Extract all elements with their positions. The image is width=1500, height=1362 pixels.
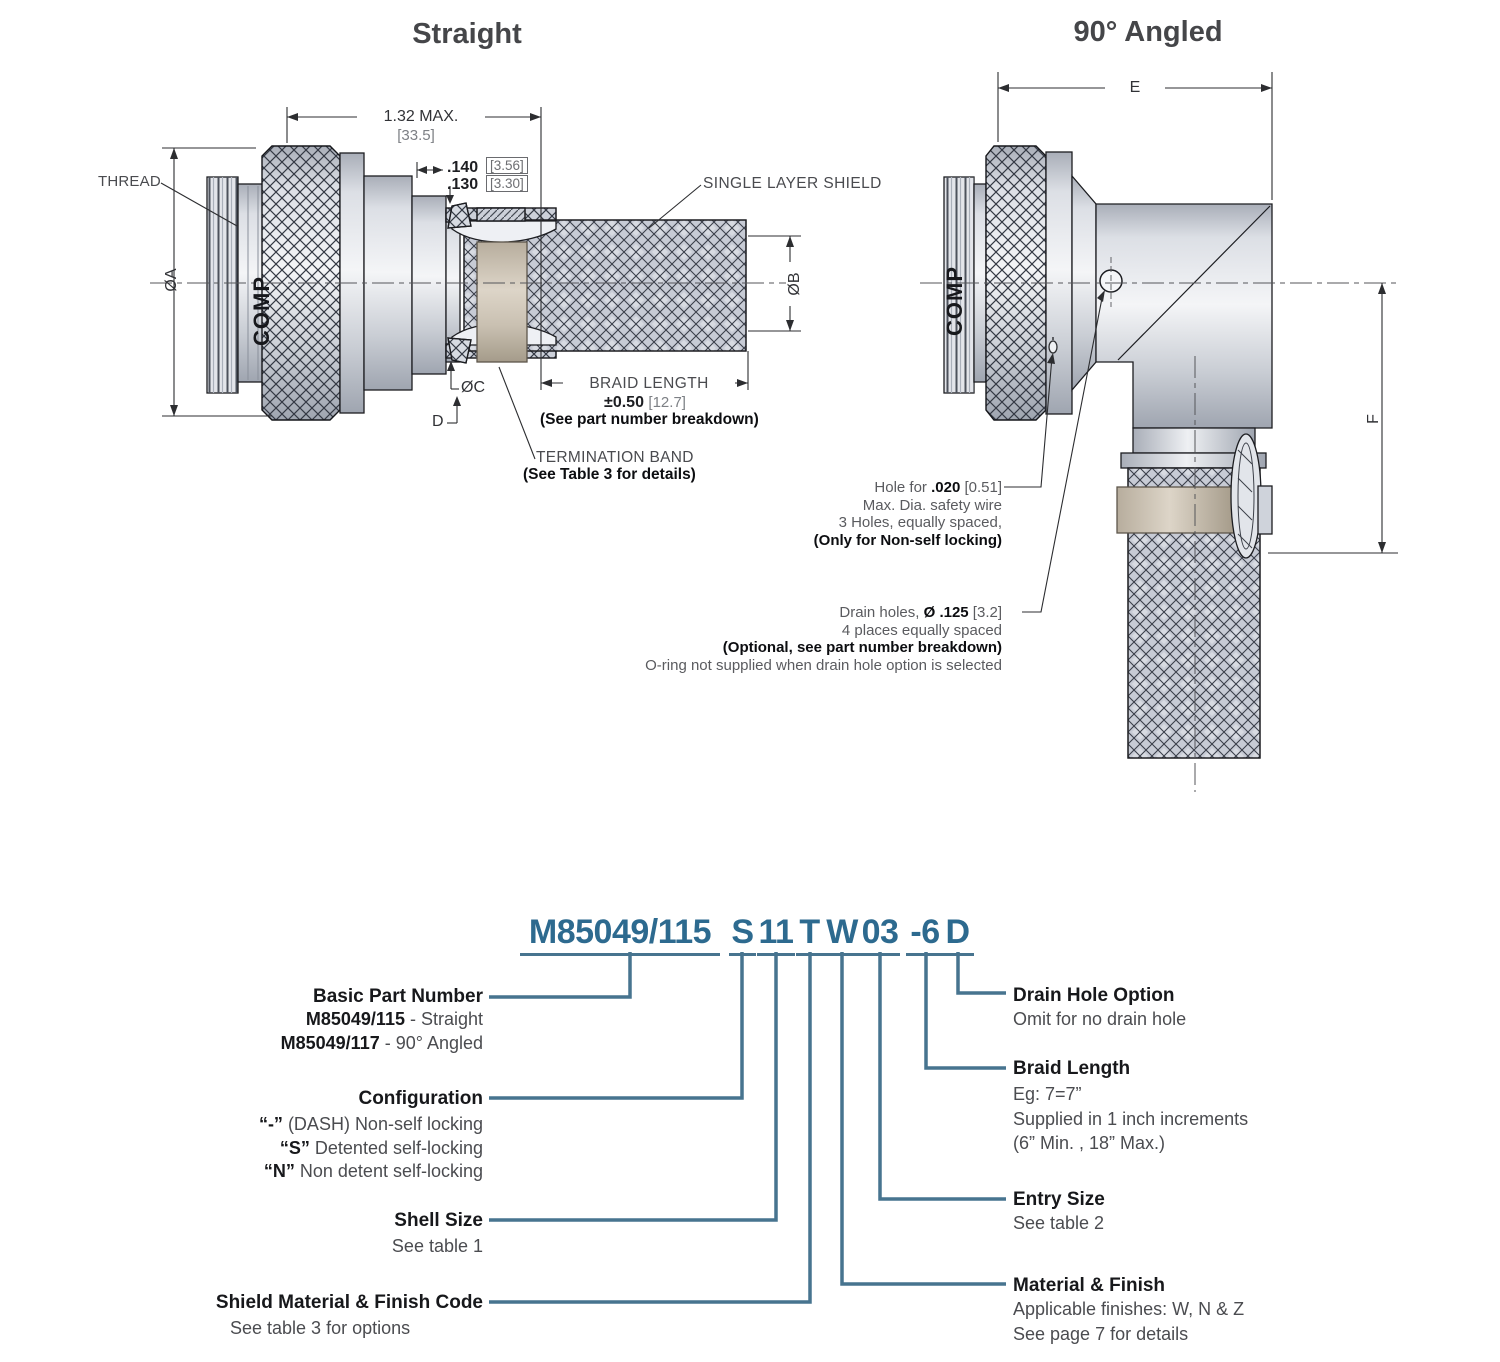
config-n-rest: Non detent self-locking [294, 1161, 483, 1181]
drain-hole-option-note: Omit for no drain hole [1013, 1009, 1187, 1029]
pn-angled-rest: - 90° Angled [379, 1032, 483, 1053]
braid-length-increments: Supplied in 1 inch increments [1013, 1108, 1249, 1129]
hole-note-post: [0.51] [960, 479, 1002, 496]
length-dim-label: 1.32 MAX. [357, 108, 485, 126]
shell-size-note: See table 1 [391, 1236, 483, 1256]
safety-wire-hole [1048, 340, 1058, 354]
braid-length-title: Braid Length [1013, 1058, 1131, 1079]
material-finish-title: Material & Finish [1013, 1275, 1166, 1296]
drain-hole-note: Drain holes, Ø .125 [3.2] 4 places equal… [640, 604, 1002, 674]
angled-view-title: 90° Angled [1073, 16, 1223, 48]
material-finish-finishes: Applicable finishes: W, N & Z [1013, 1299, 1245, 1319]
dim-d-label: D [432, 413, 444, 430]
hole-note-line4: (Only for Non-self locking) [813, 531, 1002, 549]
braid-length-block: Braid Length Eg: 7=7” Supplied in 1 inch… [1013, 1057, 1453, 1156]
basic-part-number-block: Basic Part Number M85049/115 - Straight … [0, 985, 483, 1055]
dia-c-label: ØC [461, 379, 485, 396]
comp-marking-straight: COMP [249, 276, 274, 346]
lip-dim-1-mm: [3.56] [486, 157, 528, 174]
part-number-segment-basic: M85049/115 [520, 910, 720, 956]
drain-note-line2: 4 places equally spaced [841, 621, 1002, 639]
material-finish-block: Material & Finish Applicable finishes: W… [1013, 1274, 1453, 1347]
configuration-title: Configuration [358, 1088, 483, 1109]
shield-material-note: See table 3 for options [230, 1318, 411, 1338]
shield-material-block: Shield Material & Finish Code See table … [0, 1291, 483, 1341]
part-number-segment-drain-hole: D [941, 910, 974, 956]
termination-band [1116, 486, 1235, 534]
safety-wire-note: Hole for .020 [0.51] Max. Dia. safety wi… [640, 479, 1002, 549]
shield-label: SINGLE LAYER SHIELD [703, 175, 882, 192]
dim-e-label: E [1105, 79, 1165, 97]
hole-note-pre: Hole for [874, 479, 932, 496]
braid-tolerance-mm: [12.7] [648, 394, 686, 411]
config-dash-bold: “-” [258, 1114, 283, 1134]
shell-size-title: Shell Size [394, 1210, 483, 1231]
drain-hole-option-block: Drain Hole Option Omit for no drain hole [1013, 984, 1453, 1032]
drain-note-bold: Ø .125 [923, 604, 969, 621]
config-dash-rest: (DASH) Non-self locking [282, 1114, 483, 1134]
breakdown-connector-lines [489, 952, 1006, 1304]
entry-size-note: See table 2 [1013, 1213, 1105, 1233]
lip-dim-2-mm: [3.30] [486, 175, 528, 192]
dia-b-label: ØB [786, 262, 804, 306]
part-number-segment-material-finish: W [823, 910, 861, 956]
dim-f-label: F [1365, 414, 1382, 424]
config-s-bold: “S” [279, 1137, 310, 1158]
pn-straight-rest: - Straight [404, 1009, 483, 1029]
part-number-segment-configuration: S [729, 910, 756, 956]
braid-note: (See part number breakdown) [540, 411, 759, 428]
part-number-segment-shell-size: 11 [757, 910, 795, 956]
shield-material-title: Shield Material & Finish Code [215, 1292, 483, 1313]
braid-length-eg: Eg: 7=7” [1013, 1084, 1082, 1104]
comp-marking-angled: COMP [942, 266, 967, 336]
part-number-segment-shield-code: T [796, 910, 823, 956]
entry-size-title: Entry Size [1013, 1189, 1105, 1210]
dia-a-label: ØA [163, 268, 180, 292]
part-number-segment-entry-size: 03 [860, 910, 900, 956]
lip-dim-1: .140 [447, 159, 479, 176]
drain-note-pre: Drain holes, [839, 604, 924, 621]
basic-part-number-title: Basic Part Number [312, 986, 483, 1007]
material-finish-details: See page 7 for details [1013, 1324, 1189, 1344]
termination-band-label: TERMINATION BAND [536, 449, 694, 466]
band-strap [1230, 433, 1262, 559]
braid-length-minmax: (6” Min. , 18” Max.) [1013, 1133, 1166, 1153]
part-number-segment-braid-length: -6 [906, 910, 944, 956]
termination-band-note: (See Table 3 for details) [523, 466, 696, 483]
drain-note-line3: (Optional, see part number breakdown) [722, 639, 1002, 656]
configuration-block: Configuration “-” (DASH) Non-self lockin… [0, 1087, 483, 1184]
length-dim-mm: [33.5] [397, 127, 435, 144]
braid-tolerance: ±0.50 [604, 394, 644, 411]
lip-dim-2: .130 [447, 176, 479, 193]
hole-note-bold: .020 [931, 479, 961, 496]
pn-straight-bold: M85049/115 [305, 1009, 405, 1029]
termination-band [476, 241, 528, 363]
hole-note-line2: Max. Dia. safety wire [862, 496, 1002, 514]
straight-view-title: Straight [412, 18, 522, 50]
config-n-bold: “N” [263, 1161, 295, 1181]
thread-label: THREAD [98, 173, 161, 190]
elbow-body [1095, 203, 1273, 429]
shell-size-block: Shell Size See table 1 [0, 1209, 483, 1259]
entry-size-block: Entry Size See table 2 [1013, 1188, 1453, 1236]
drain-note-post: [3.2] [968, 604, 1002, 621]
pn-angled-bold: M85049/117 [280, 1032, 380, 1053]
config-s-rest: Detented self-locking [309, 1137, 483, 1158]
drain-note-line4: O-ring not supplied when drain hole opti… [645, 656, 1002, 674]
hole-note-line3: 3 Holes, equally spaced, [838, 514, 1002, 531]
braid-length-label: BRAID LENGTH [563, 375, 735, 393]
drain-hole-option-title: Drain Hole Option [1013, 985, 1175, 1006]
